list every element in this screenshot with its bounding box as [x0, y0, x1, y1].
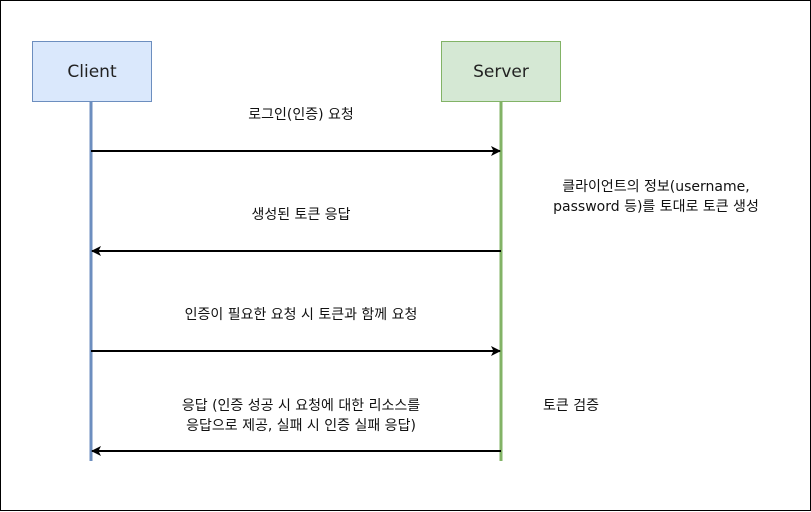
client-participant-box: Client	[32, 41, 152, 102]
message-label-token-response: 생성된 토큰 응답	[191, 205, 411, 225]
message-label-authenticated-request: 인증이 필요한 요청 시 토큰과 함께 요청	[141, 305, 461, 325]
note-token-generation: 클라이언트의 정보(username, password 등)를 토대로 토큰 …	[521, 177, 791, 217]
message-label-line: 로그인(인증) 요청	[248, 107, 354, 123]
message-label-login-request: 로그인(인증) 요청	[191, 105, 411, 125]
message-label-line: 응답으로 제공, 실패 시 인증 실패 응답)	[186, 418, 416, 434]
server-participant-box: Server	[441, 41, 561, 102]
message-label-final-response: 응답 (인증 성공 시 요청에 대한 리소스를 응답으로 제공, 실패 시 인증…	[121, 396, 481, 436]
message-label-line: 생성된 토큰 응답	[251, 207, 351, 223]
server-label: Server	[473, 61, 529, 82]
note-line: password 등)를 토대로 토큰 생성	[553, 199, 759, 215]
note-line: 클라이언트의 정보(username,	[562, 179, 750, 195]
message-label-line: 응답 (인증 성공 시 요청에 대한 리소스를	[181, 398, 421, 414]
note-line: 토큰 검증	[543, 398, 599, 414]
note-token-verification: 토큰 검증	[516, 396, 626, 416]
message-label-line: 인증이 필요한 요청 시 토큰과 함께 요청	[184, 307, 418, 323]
client-label: Client	[67, 61, 117, 82]
